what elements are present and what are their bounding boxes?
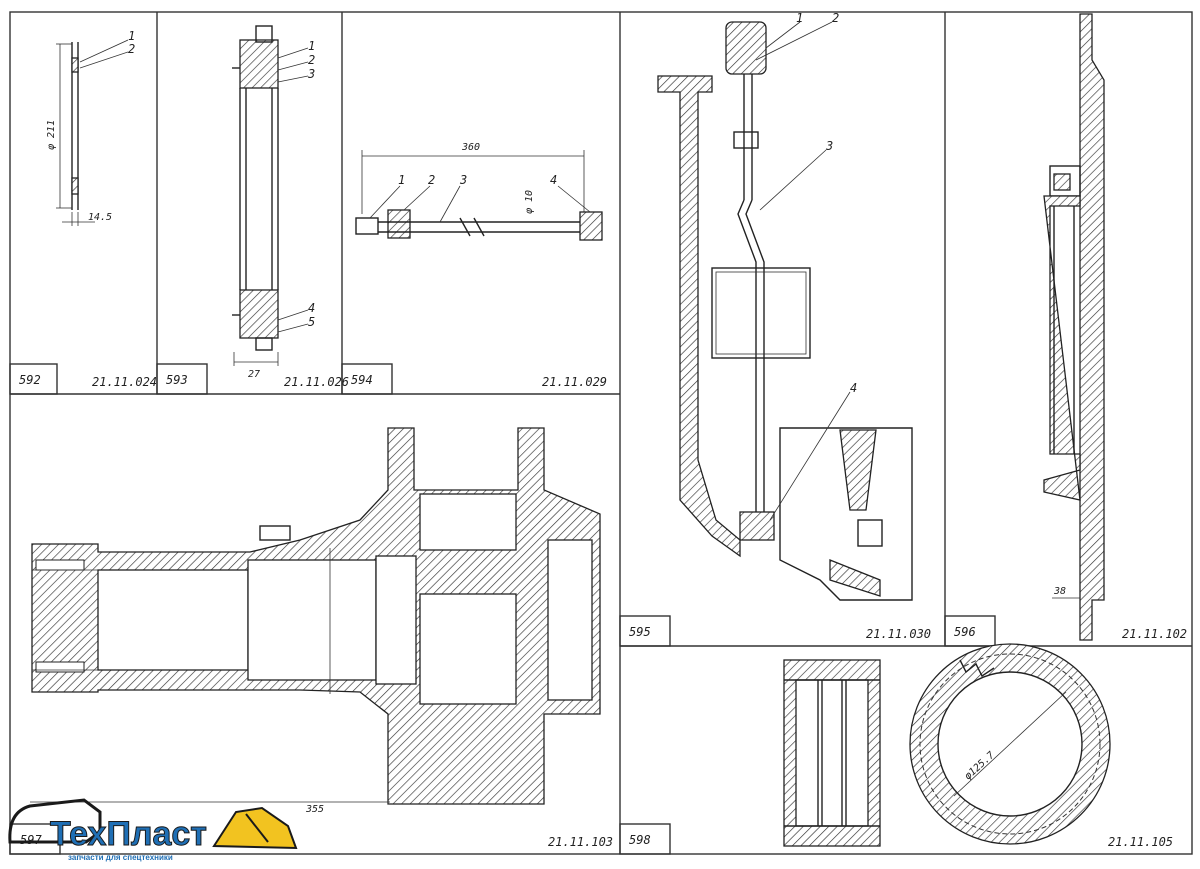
part-597-outline [30, 427, 601, 805]
part-596-outline [1043, 13, 1105, 641]
callout-592-2: 2 [128, 42, 135, 56]
callout-595-4: 4 [850, 381, 857, 395]
callout-593-3: 3 [307, 67, 315, 81]
callout-594-3: 3 [459, 173, 467, 187]
drawing-592-code: 21.11.024 [92, 375, 157, 389]
drawing-598-code: 21.11.105 [1108, 835, 1173, 849]
drawing-596-code: 21.11.102 [1122, 627, 1187, 641]
callout-593-5: 5 [308, 315, 315, 329]
drawing-596: 38 596 21.11.102 [944, 13, 1187, 647]
stamp-598-box [619, 823, 671, 855]
part-595-outline [657, 21, 913, 601]
dim-593-width: 27 [248, 369, 260, 380]
callout-595-3: 3 [825, 139, 833, 153]
dim-592-diameter: φ 211 [46, 120, 57, 150]
drawing-595-number: 595 [629, 625, 651, 639]
callout-595-1: 1 [796, 11, 803, 25]
callout-594-4: 4 [550, 173, 557, 187]
brand-name: ТехПласт [50, 815, 207, 853]
drawing-593-number: 593 [166, 373, 188, 387]
drawing-592: 1 2 φ 211 14.5 592 21.11.024 [9, 29, 157, 395]
stamp-594-box [341, 363, 393, 395]
drawing-593-code: 21.11.026 [284, 375, 349, 389]
stamp-595-box [619, 615, 671, 647]
callout-593-1: 1 [308, 39, 315, 53]
callout-595-2: 2 [832, 11, 839, 25]
drawing-596-number: 596 [954, 625, 976, 639]
callout-594-1: 1 [398, 173, 405, 187]
dim-594-diameter: φ 10 [524, 190, 535, 214]
drawing-593: 1 2 3 4 5 27 593 21.11.026 [156, 25, 349, 395]
brand-name-part1: Тех [50, 815, 107, 853]
stamp-592-box [9, 363, 58, 395]
excavator-bucket-icon [8, 798, 298, 850]
dim-592-width: 14.5 [88, 212, 112, 223]
drawing-595-code: 21.11.030 [866, 627, 931, 641]
drawing-594-code: 21.11.029 [542, 375, 607, 389]
callout-592-1: 1 [128, 29, 135, 43]
dim-597-length: 355 [305, 804, 324, 815]
drawing-594-number: 594 [351, 373, 373, 387]
dim-594-length: 360 [461, 142, 480, 153]
drawing-597: 355 597 21.11.103 [9, 427, 613, 855]
drawing-598: φ125.7 598 21.11.105 [619, 643, 1173, 855]
brand-name-part2: Пласт [106, 815, 207, 853]
drawing-597-number: 597 [20, 833, 42, 847]
stamp-596-box [944, 615, 996, 647]
drawing-594: 360 φ 10 1 2 3 4 594 21.11.029 [341, 142, 607, 395]
part-593-outline [232, 25, 309, 366]
drawing-595: 1 2 3 4 595 21.11.030 [619, 11, 931, 647]
drawing-598-number: 598 [629, 833, 651, 847]
part-598-outline [783, 643, 1111, 847]
part-592-outline [56, 39, 129, 226]
stamp-593-box [156, 363, 208, 395]
callout-593-2: 2 [308, 53, 315, 67]
callout-593-4: 4 [308, 301, 315, 315]
dim-596-width: 38 [1053, 586, 1066, 597]
drawing-597-code: 21.11.103 [548, 835, 613, 849]
sheet-frame [9, 11, 1193, 855]
callout-594-2: 2 [428, 173, 435, 187]
drawing-592-number: 592 [19, 373, 41, 387]
brand-tagline: запчасти для спецтехники [68, 853, 173, 862]
techplast-watermark: ТехПласт запчасти для спецтехники [8, 798, 298, 862]
part-594-outline [355, 150, 603, 241]
